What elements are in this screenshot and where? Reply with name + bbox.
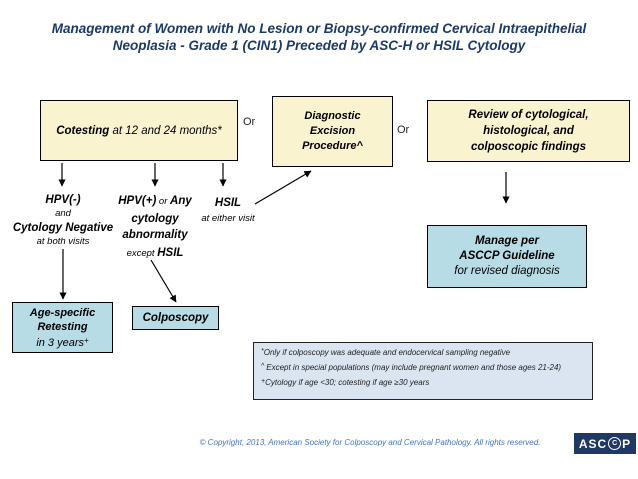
footnote-2-text: Except in special populations (may inclu… — [266, 363, 562, 372]
footnote-3-marker: + — [261, 378, 266, 385]
hpv-positive-line2: cytology — [131, 212, 179, 225]
hsil-line1: HSIL — [214, 197, 242, 209]
hpv-positive-bold1: HPV(+) — [118, 195, 157, 207]
page-title: Management of Women with No Lesion or Bi… — [0, 20, 638, 54]
hpv-positive-line3: abnormality — [122, 229, 188, 241]
diagnostic-line1: Diagnostic — [304, 110, 361, 122]
manage-per-asccp-box: Manage per ASCCP Guideline for revised d… — [427, 225, 587, 288]
age-specific-line1: Age-specific — [29, 306, 96, 319]
hpv-positive-hsil: HSIL — [157, 246, 184, 259]
review-line2: histological, and — [483, 125, 574, 137]
age-specific-retesting-box: Age-specific Retesting in 3 years+ — [12, 302, 113, 353]
footnote-3: +Cytology if age <30; cotesting if age ≥… — [261, 377, 566, 388]
hpv-negative-line1: HPV(-) — [45, 194, 81, 206]
outcome-hsil: HSIL at either visit — [185, 196, 271, 226]
footnote-2: ^ Except in special populations (may inc… — [261, 362, 566, 373]
age-specific-line3-sup: + — [84, 335, 89, 345]
cotesting-box: Cotesting at 12 and 24 months* — [40, 100, 238, 161]
cotesting-bold-text: Cotesting — [56, 124, 110, 137]
footnotes-box: *Only if colposcopy was adequate and end… — [253, 342, 593, 400]
manage-line1: Manage per — [475, 235, 539, 247]
page-title-line1: Management of Women with No Lesion or Bi… — [51, 21, 587, 36]
footnote-1-text: Only if colposcopy was adequate and endo… — [263, 348, 511, 357]
hpv-positive-or: or — [156, 196, 171, 207]
diagnostic-line2: Excision — [309, 125, 356, 137]
or-label-1: Or — [243, 116, 256, 128]
footnote-1: *Only if colposcopy was adequate and end… — [261, 347, 566, 358]
age-specific-line2: Retesting — [37, 320, 88, 333]
arrow-hsil-to-diagnostic-excision — [254, 170, 312, 205]
copyright-text: © Copyright, 2013, American Society for … — [199, 438, 541, 447]
hpv-positive-line4: except HSIL — [103, 244, 207, 263]
hpv-negative-line3: Cytology Negative — [12, 222, 114, 234]
hpv-negative-line4: at both visits — [36, 236, 90, 247]
cotesting-box-label: Cotesting at 12 and 24 months* — [56, 125, 222, 137]
age-specific-line3: in 3 years+ — [36, 334, 88, 350]
age-specific-line3-text: in 3 years — [36, 336, 85, 349]
colposcopy-label: Colposcopy — [142, 312, 209, 324]
asccp-logo-prefix: ASC — [578, 436, 608, 451]
diagnostic-line3: Procedure^ — [302, 140, 363, 152]
hpv-positive-except: except — [126, 247, 158, 259]
asccp-logo-ring-letter: C — [612, 440, 618, 447]
cotesting-rest-text: at 12 and 24 months* — [109, 124, 222, 137]
asccp-logo-ring-icon: C — [608, 437, 622, 450]
review-line3: colposcopic findings — [470, 141, 586, 153]
page-title-line2: Neoplasia - Grade 1 (CIN1) Preceded by A… — [112, 38, 526, 53]
footnote-2-marker: ^ — [261, 363, 267, 370]
outcome-hpv-negative: HPV(-) and Cytology Negative at both vis… — [0, 193, 126, 249]
review-findings-box: Review of cytological, histological, and… — [427, 100, 630, 162]
review-line1: Review of cytological, — [468, 109, 589, 121]
footnote-3-text: Cytology if age <30; cotesting if age ≥3… — [265, 378, 430, 387]
or-label-2: Or — [397, 124, 410, 136]
footnote-1-marker: * — [261, 348, 264, 355]
manage-line2: ASCCP Guideline — [459, 250, 555, 262]
asccp-logo-suffix: P — [622, 436, 632, 451]
outcome-hpv-positive: HPV(+) or Any cytology abnormality excep… — [103, 193, 207, 262]
diagnostic-excision-box: Diagnostic Excision Procedure^ — [272, 96, 393, 167]
hpv-positive-line1: HPV(+) or Any — [103, 193, 207, 211]
hsil-line2: at either visit — [201, 213, 255, 224]
hpv-negative-line2: and — [55, 208, 71, 219]
manage-line3: for revised diagnosis — [454, 265, 560, 277]
hpv-positive-bold2: Any — [170, 195, 192, 207]
colposcopy-box: Colposcopy — [132, 306, 219, 330]
arrow-hpv-positive-to-colposcopy — [150, 259, 177, 303]
